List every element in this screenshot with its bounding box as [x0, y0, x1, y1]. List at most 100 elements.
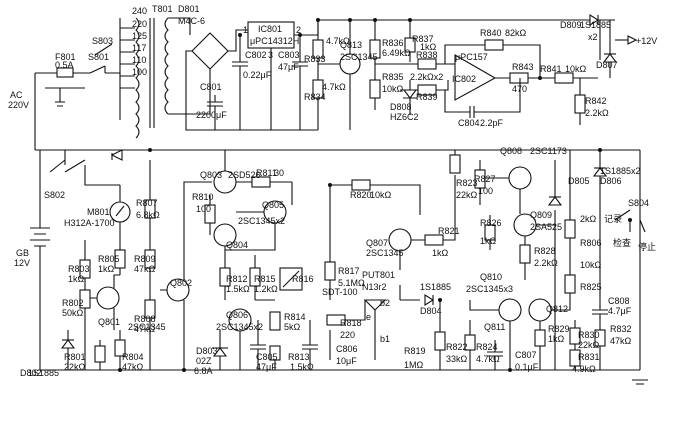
label-r812v: 1.5kΩ — [226, 284, 250, 294]
label-r808: R808 — [134, 314, 156, 324]
label-r814: R814 — [284, 312, 306, 322]
label-c803v: 47μF — [278, 62, 299, 72]
label-q803v: 2SD526 — [228, 170, 261, 180]
label-r835v: 10kΩ — [382, 84, 404, 94]
ic802-opamp — [454, 54, 497, 101]
label-r810v: 100 — [196, 204, 211, 214]
label-s801: S801 — [88, 52, 109, 62]
label-stop: 停止 — [638, 241, 656, 252]
label-c801: C801 — [200, 82, 222, 92]
regulator-block — [312, 14, 638, 130]
label-r804v: 47kΩ — [122, 362, 144, 372]
label-d808: D808 — [390, 102, 412, 112]
label-r803v: 1kΩ — [68, 274, 85, 284]
label-r831v: 4.9kΩ — [572, 364, 596, 374]
label-r829: R829 — [548, 324, 570, 334]
label-gbv: 12V — [14, 258, 30, 268]
label-r818: R818 — [340, 318, 362, 328]
label-d803v: 02Z — [196, 356, 212, 366]
label-r827: R827 — [474, 174, 496, 184]
label-r821v: 1kΩ — [432, 248, 449, 258]
label-c802: C802 — [245, 50, 267, 60]
label-r818v: 220 — [340, 330, 355, 340]
label-f801: F801 — [55, 52, 76, 62]
label-r824v: 4.7kΩ — [476, 354, 500, 364]
label-r835: R835 — [382, 72, 404, 82]
label-c806: C806 — [336, 344, 358, 354]
label-t117: 117 — [132, 43, 146, 53]
battery-meter-block — [30, 149, 640, 371]
label-r825: R825 — [580, 282, 602, 292]
label-d804v: 1S1885 — [420, 282, 451, 292]
label-r821: R821 — [438, 226, 460, 236]
label-r828v: 2.2kΩ — [534, 258, 558, 268]
label-t240: 240 — [132, 6, 147, 16]
label-m801v: H312A-1700 — [64, 218, 115, 228]
label-c807: C807 — [515, 350, 537, 360]
label-r806: R806 — [580, 238, 602, 248]
label-r808v: 47kΩ — [134, 324, 156, 334]
label-c808v: 4.7μF — [608, 306, 632, 316]
label-r840: R840 — [480, 28, 502, 38]
label-q804v: 2SC1345x2 — [238, 216, 285, 226]
label-r805: R805 — [98, 254, 120, 264]
label-r832: R832 — [610, 324, 632, 334]
label-r813: R813 — [288, 352, 310, 362]
control-block — [464, 150, 648, 385]
label-r801: R801 — [64, 352, 86, 362]
label-r822v: 33kΩ — [446, 354, 468, 364]
label-c804: C804 — [458, 118, 480, 128]
label-q807v: 2SC1345 — [366, 248, 404, 258]
label-p1: 1 — [243, 25, 248, 35]
label-r836: R836 — [382, 38, 404, 48]
label-r827v: 100 — [478, 186, 493, 196]
label-put: PUT801 — [362, 270, 395, 280]
label-t100: 100 — [132, 67, 147, 77]
label-r820v: 10kΩ — [370, 190, 392, 200]
label-r842: R842 — [585, 96, 607, 106]
label-r807: R807 — [136, 198, 158, 208]
label-r805v: 1kΩ — [98, 264, 115, 274]
label-ic801p: μPC14312H — [250, 36, 299, 46]
put801 — [363, 299, 387, 311]
label-r819v: 1MΩ — [404, 360, 424, 370]
q808-transistor — [508, 166, 532, 190]
label-putv: N13r2 — [362, 282, 387, 292]
fuse-f801 — [56, 67, 74, 78]
label-c803: C803 — [278, 50, 300, 60]
label-d806v: 1S1885x2 — [600, 166, 641, 176]
label-r825v: 10kΩ — [580, 260, 602, 270]
label-r803: R803 — [68, 264, 90, 274]
label-r842v: 2.2kΩ — [585, 108, 609, 118]
label-d805: D805 — [568, 176, 590, 186]
label-d803v2: 6.8A — [194, 366, 213, 376]
label-upc157: μPC157 — [455, 52, 488, 62]
label-q811: Q811 — [484, 322, 505, 332]
bridge-rectifier-d801 — [191, 32, 229, 70]
label-s802: S802 — [44, 190, 65, 200]
label-r806v: 2kΩ — [580, 214, 597, 224]
q811-transistor — [498, 298, 522, 322]
label-acv: 220V — [8, 100, 29, 110]
label-q805: Q805 — [262, 200, 284, 210]
timer-block — [302, 150, 461, 370]
label-r823: R823 — [456, 178, 478, 188]
label-q806: Q806 — [226, 310, 248, 320]
label-m801: M801 — [87, 207, 110, 217]
label-c804v: 2.2pF — [480, 118, 504, 128]
label-m4c6: M4C-6 — [178, 16, 205, 26]
q801-transistor — [96, 286, 120, 310]
label-p2: 2 — [296, 25, 301, 35]
label-c805v: 47μF — [256, 362, 277, 372]
label-r816: R816 — [292, 274, 314, 284]
power-wires — [34, 17, 600, 150]
label-d802: D802 — [20, 368, 42, 378]
label-t801: T801 — [152, 4, 173, 14]
label-r843v: 470 — [512, 84, 527, 94]
label-plus12: +12V — [636, 36, 657, 46]
label-c808: C808 — [608, 296, 630, 306]
label-q802: Q802 — [170, 278, 192, 288]
label-b1: b1 — [380, 334, 390, 344]
